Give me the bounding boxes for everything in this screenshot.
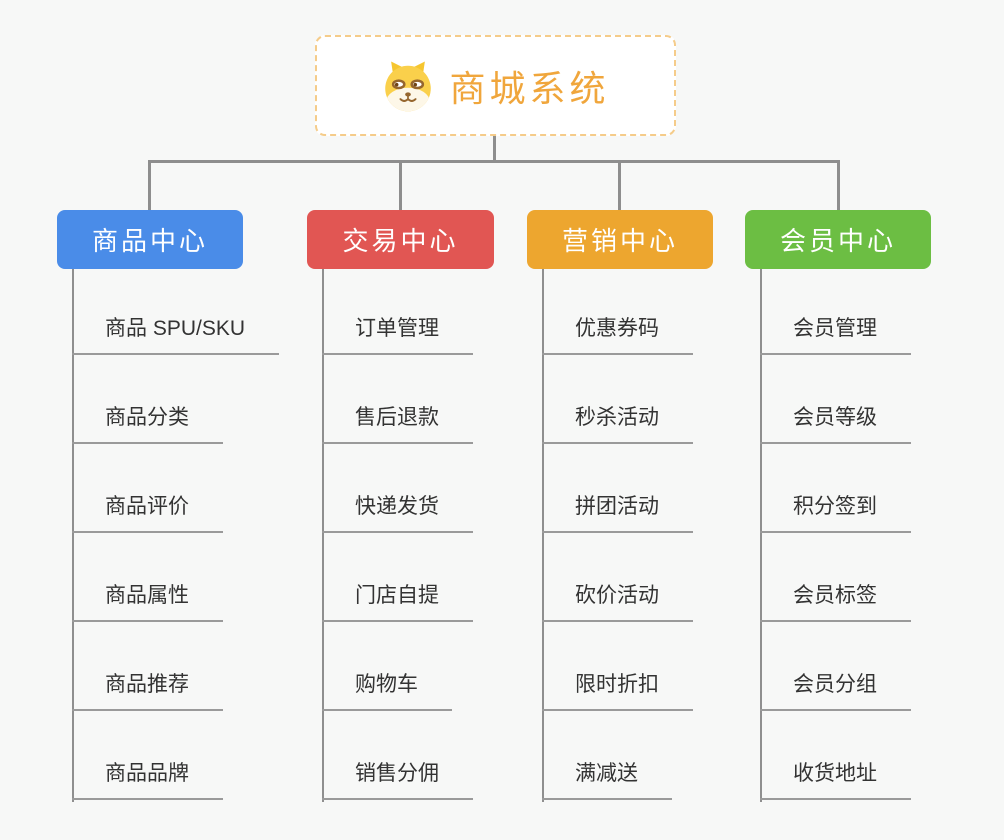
connector-drop-product: [148, 161, 151, 211]
branch-trunk-line: [542, 269, 544, 802]
connector-drop-member: [837, 161, 840, 211]
connector-drop-trade: [399, 161, 402, 211]
branch-trunk-line: [760, 269, 762, 802]
connector-drop-marketing: [618, 161, 621, 211]
root-title: 商城系统: [449, 67, 610, 109]
branch-node-trade[interactable]: 交易中心: [307, 210, 494, 269]
shiba-dog-icon: [385, 61, 432, 111]
branch-trunk-line: [72, 269, 74, 802]
root-node[interactable]: 商城系统: [315, 35, 676, 136]
connector-root-stub: [493, 136, 496, 162]
branch-node-product[interactable]: 商品中心: [57, 210, 243, 269]
branch-node-marketing[interactable]: 营销中心: [527, 210, 713, 269]
connector-rail: [148, 160, 840, 163]
branch-node-member[interactable]: 会员中心: [745, 210, 931, 269]
branch-trunk-line: [322, 269, 324, 802]
